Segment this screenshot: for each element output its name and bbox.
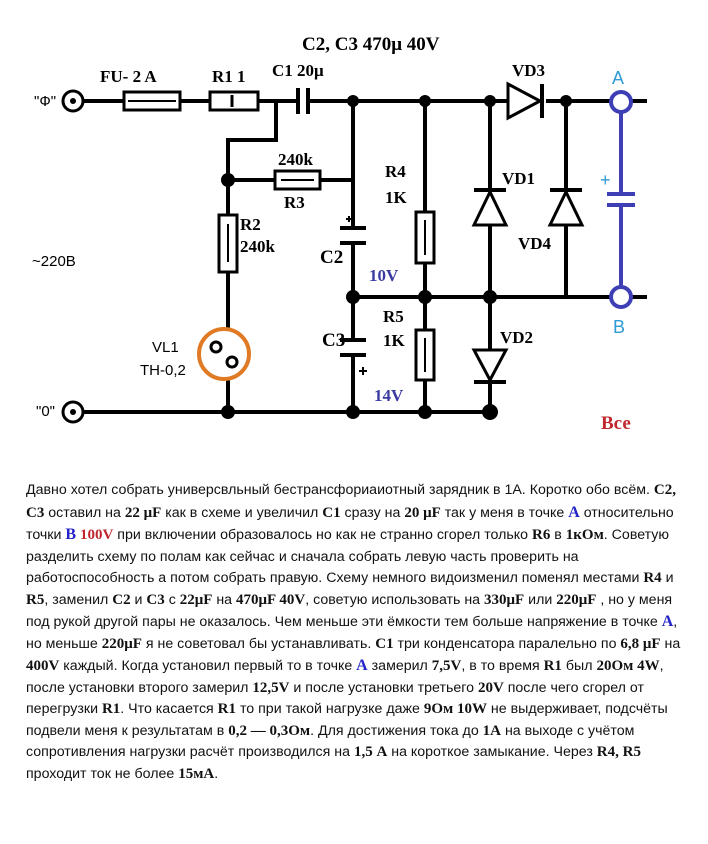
diode-vd3-symbol	[506, 81, 544, 121]
capacitor-c1-symbol	[296, 88, 310, 114]
label-r5: R5	[383, 307, 404, 326]
label-vl1: VL1	[152, 339, 179, 356]
label-r1: R1 1	[212, 67, 246, 86]
label-terminal-a: A	[612, 68, 624, 88]
label-r2-value: 240k	[240, 237, 276, 256]
desc-intro: Давно хотел собрать универсвльный бестра…	[26, 482, 650, 498]
output-battery	[607, 112, 635, 286]
label-vd1: VD1	[502, 169, 535, 188]
diode-vd2-symbol	[471, 348, 509, 384]
label-voltage-14v: 14V	[374, 386, 404, 405]
label-c2: C2	[320, 247, 343, 268]
label-all: Все	[601, 413, 631, 434]
resistor-r5-symbol	[414, 328, 436, 382]
label-mains: ~220В	[32, 253, 76, 270]
label-r2: R2	[240, 215, 261, 234]
label-r5-value: 1K	[383, 331, 406, 350]
label-r3-value: 240k	[278, 150, 314, 169]
output-terminal-a	[609, 90, 633, 114]
resistor-r2-symbol	[217, 213, 239, 274]
label-battery-plus: +	[600, 170, 611, 190]
description-text: Давно хотел собрать универсвльный бестра…	[26, 482, 681, 782]
label-phase: "Ф"	[34, 93, 56, 110]
desc-voltage-100v: 100V	[80, 527, 114, 543]
label-vd4: VD4	[518, 234, 552, 253]
label-zero: "0"	[36, 403, 55, 420]
input-terminal-zero	[61, 400, 85, 424]
resistor-r4-symbol	[414, 210, 436, 265]
label-c3: C3	[322, 330, 345, 351]
fuse-symbol	[122, 90, 182, 112]
junction-dots	[221, 95, 572, 420]
label-c1: C1 20μ	[272, 61, 324, 80]
label-vl1-type: TH-0,2	[140, 362, 186, 379]
resistor-r3-symbol	[273, 169, 322, 191]
label-r3: R3	[284, 193, 305, 212]
neon-lamp-vl1-symbol	[197, 327, 251, 381]
resistor-r1-symbol	[208, 90, 260, 112]
label-r4-value: 1K	[385, 188, 408, 207]
label-vd3: VD3	[512, 61, 545, 80]
diode-vd1-symbol	[471, 188, 509, 227]
capacitor-c2-symbol	[340, 216, 366, 245]
label-vd2: VD2	[500, 328, 533, 347]
label-terminal-b: B	[613, 317, 625, 337]
desc-point-a: A	[568, 503, 580, 521]
label-voltage-10v: 10V	[369, 266, 399, 285]
input-terminal-phase	[61, 89, 85, 113]
desc-caps: C2, C3	[26, 482, 676, 521]
diode-vd4-symbol	[547, 188, 585, 227]
desc-point-b: B	[65, 526, 77, 543]
label-r4: R4	[385, 162, 406, 181]
label-c2-c3-rating: C2, C3 470μ 40V	[302, 34, 440, 55]
circuit-schematic: C2, C3 470μ 40V FU- 2 A R1 1 C1 20μ VD3 …	[32, 34, 647, 434]
output-terminal-b	[609, 285, 633, 309]
capacitor-c3-symbol	[340, 338, 367, 375]
label-fuse: FU- 2 A	[100, 67, 157, 86]
